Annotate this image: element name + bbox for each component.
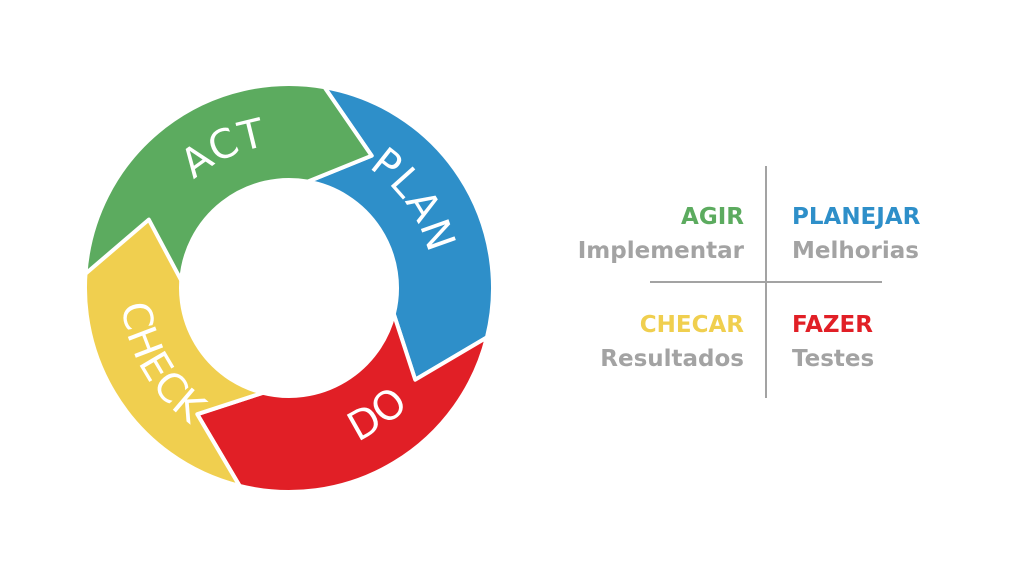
legend-quadrant: AGIR Implementar PLANEJAR Melhorias CHEC…: [578, 166, 921, 398]
plan-segment: [305, 85, 495, 382]
act-segment: [83, 82, 374, 283]
legend-fazer-title: FAZER: [792, 312, 873, 338]
legend-fazer-subtitle: Testes: [792, 346, 874, 372]
legend-agir-subtitle: Implementar: [578, 238, 745, 264]
legend-agir-title: AGIR: [681, 204, 744, 230]
do-segment: [195, 312, 489, 494]
legend-checar-title: CHECAR: [640, 312, 745, 338]
legend-planejar-subtitle: Melhorias: [792, 238, 919, 264]
legend-planejar-title: PLANEJAR: [792, 204, 921, 230]
legend-checar-subtitle: Resultados: [600, 346, 744, 372]
pdca-cycle: PLAN ACT CHECK DO: [83, 82, 495, 494]
